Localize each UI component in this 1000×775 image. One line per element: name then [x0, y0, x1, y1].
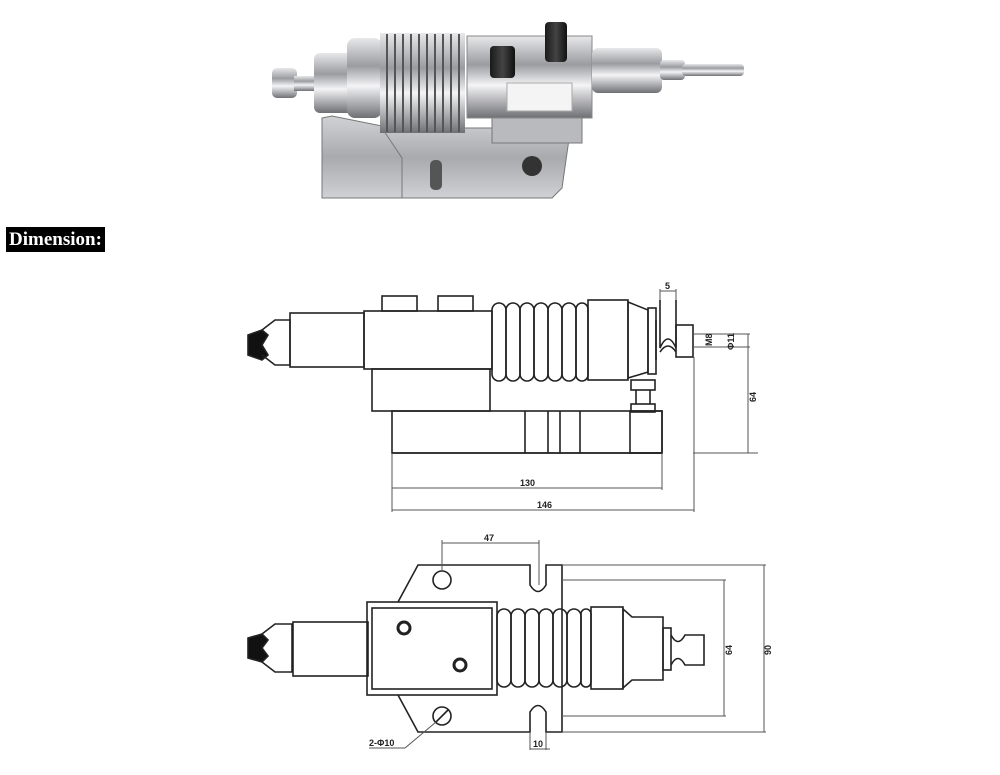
side-view — [247, 295, 694, 454]
dim-overall-length: 146 — [537, 500, 552, 510]
section-title: Dimension: — [6, 227, 105, 252]
dim-base-length: 130 — [520, 478, 535, 488]
dim-inner-width: 64 — [724, 645, 734, 655]
top-view — [247, 564, 705, 733]
dim-holes: 2-Φ10 — [369, 738, 394, 748]
dim-overall-width: 90 — [763, 645, 773, 655]
dim-thread: M8 — [704, 333, 714, 346]
dim-slot-width: 10 — [533, 739, 543, 749]
dim-shaft-diameter: Φ11 — [726, 333, 736, 350]
dim-height: 64 — [748, 392, 758, 402]
product-photo — [272, 22, 744, 199]
dim-top-width: 5 — [665, 281, 670, 291]
top-view-dimensions — [369, 540, 766, 750]
dim-hole-spacing: 47 — [484, 533, 494, 543]
side-view-dimensions — [391, 289, 758, 512]
